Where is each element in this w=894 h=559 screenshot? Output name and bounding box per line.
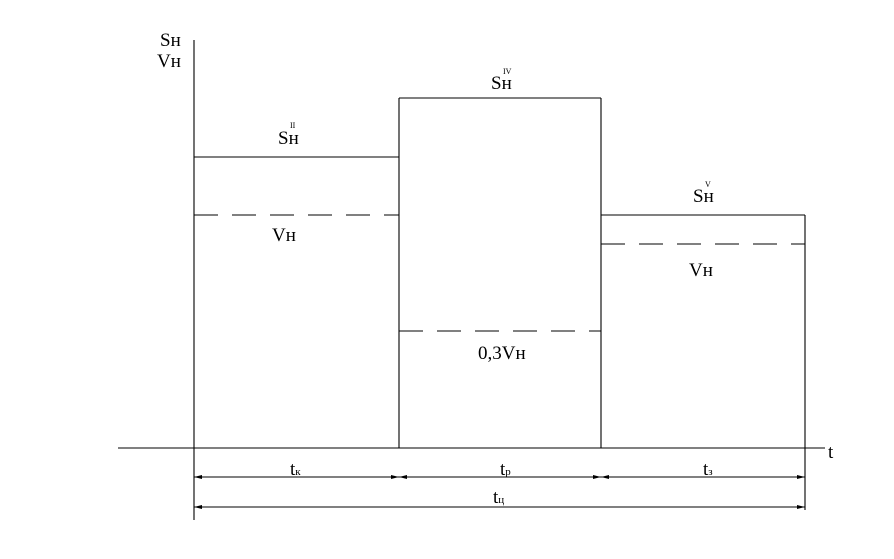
v-level-3-label: Vн bbox=[689, 260, 713, 281]
interval-t2-label: tр bbox=[500, 459, 511, 480]
dimension-line-total bbox=[194, 505, 805, 509]
dimension-line-t3 bbox=[601, 475, 805, 479]
dimension-line-t2 bbox=[399, 475, 601, 479]
y-axis-label-s: Sн bbox=[160, 30, 181, 51]
s-level-2-label: Sн bbox=[491, 73, 512, 94]
s-level-1-sup: II bbox=[290, 121, 296, 130]
s-level-1-label: Sн bbox=[278, 128, 299, 149]
v-level-1-label: Vн bbox=[272, 225, 296, 246]
interval-t1-label: tк bbox=[290, 459, 301, 480]
interval-total-label: tц bbox=[493, 487, 504, 508]
v-level-2-label: 0,3Vн bbox=[478, 343, 526, 364]
interval-t3-label: tз bbox=[703, 459, 713, 480]
s-level-2-sup: IV bbox=[503, 67, 512, 76]
y-axis-label-v: Vн bbox=[157, 51, 181, 72]
x-axis-label: t bbox=[828, 442, 834, 463]
s-level-3-sup: V bbox=[705, 180, 711, 189]
dimension-line-t1 bbox=[194, 475, 399, 479]
s-level-3-label: Sн bbox=[693, 186, 714, 207]
